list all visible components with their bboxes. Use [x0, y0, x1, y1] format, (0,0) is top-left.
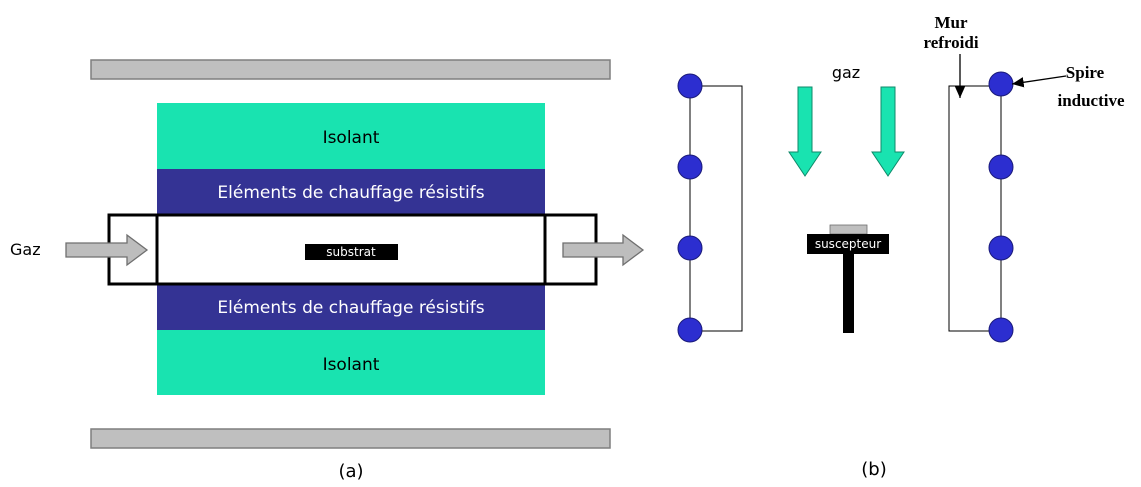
coil-label-line1: Spire: [1066, 63, 1105, 82]
panel-a: substrat Isolant Eléments de chauffage r…: [10, 59, 645, 482]
insulator-bottom: [157, 330, 545, 395]
substrate: [305, 244, 398, 260]
coil-right-4: [988, 317, 1014, 343]
gas-label-b: gaz: [832, 63, 860, 82]
panel-a-caption: (a): [338, 461, 363, 482]
substrate-label: substrat: [326, 245, 376, 259]
coil-right-1: [988, 71, 1014, 97]
heater-bottom-label: Eléments de chauffage résistifs: [217, 298, 484, 318]
wall-label-line2: refroidi: [923, 33, 978, 52]
wafer: [829, 224, 868, 235]
top-plate: [90, 59, 611, 80]
insulator-bottom-label: Isolant: [323, 355, 380, 375]
susceptor: [807, 234, 889, 254]
insulator-top-label: Isolant: [323, 128, 380, 148]
cooled-wall-left: [689, 85, 743, 332]
coil-right-3: [988, 235, 1014, 261]
wall-label-line1: Mur: [934, 13, 968, 32]
coil-left-3: [677, 235, 703, 261]
susceptor-label: suscepteur: [815, 237, 881, 251]
insulator-top: [157, 103, 545, 169]
gas-arrow-left: [788, 86, 822, 177]
cooled-wall-right: [948, 85, 1002, 332]
coil-left-1: [677, 73, 703, 99]
coil-left-2: [677, 154, 703, 180]
panel-b: gaz suscepteur Mur refroidi Spire induct…: [677, 13, 1125, 480]
gas-outlet-arrow: [562, 233, 645, 267]
heater-bottom: [157, 283, 545, 330]
coil-left-4: [677, 317, 703, 343]
gas-inlet-label: Gaz: [10, 240, 41, 259]
coil-label-pointer: [1011, 75, 1067, 88]
gas-arrow-right: [871, 86, 905, 177]
bottom-plate: [90, 428, 611, 449]
coil-label-line2: inductive: [1057, 91, 1125, 110]
gas-inlet-arrow: [65, 233, 149, 267]
coil-right-2: [988, 154, 1014, 180]
heater-top: [157, 169, 545, 214]
panel-b-caption: (b): [861, 459, 886, 480]
heater-top-label: Eléments de chauffage résistifs: [217, 183, 484, 203]
susceptor-stem: [843, 254, 854, 333]
